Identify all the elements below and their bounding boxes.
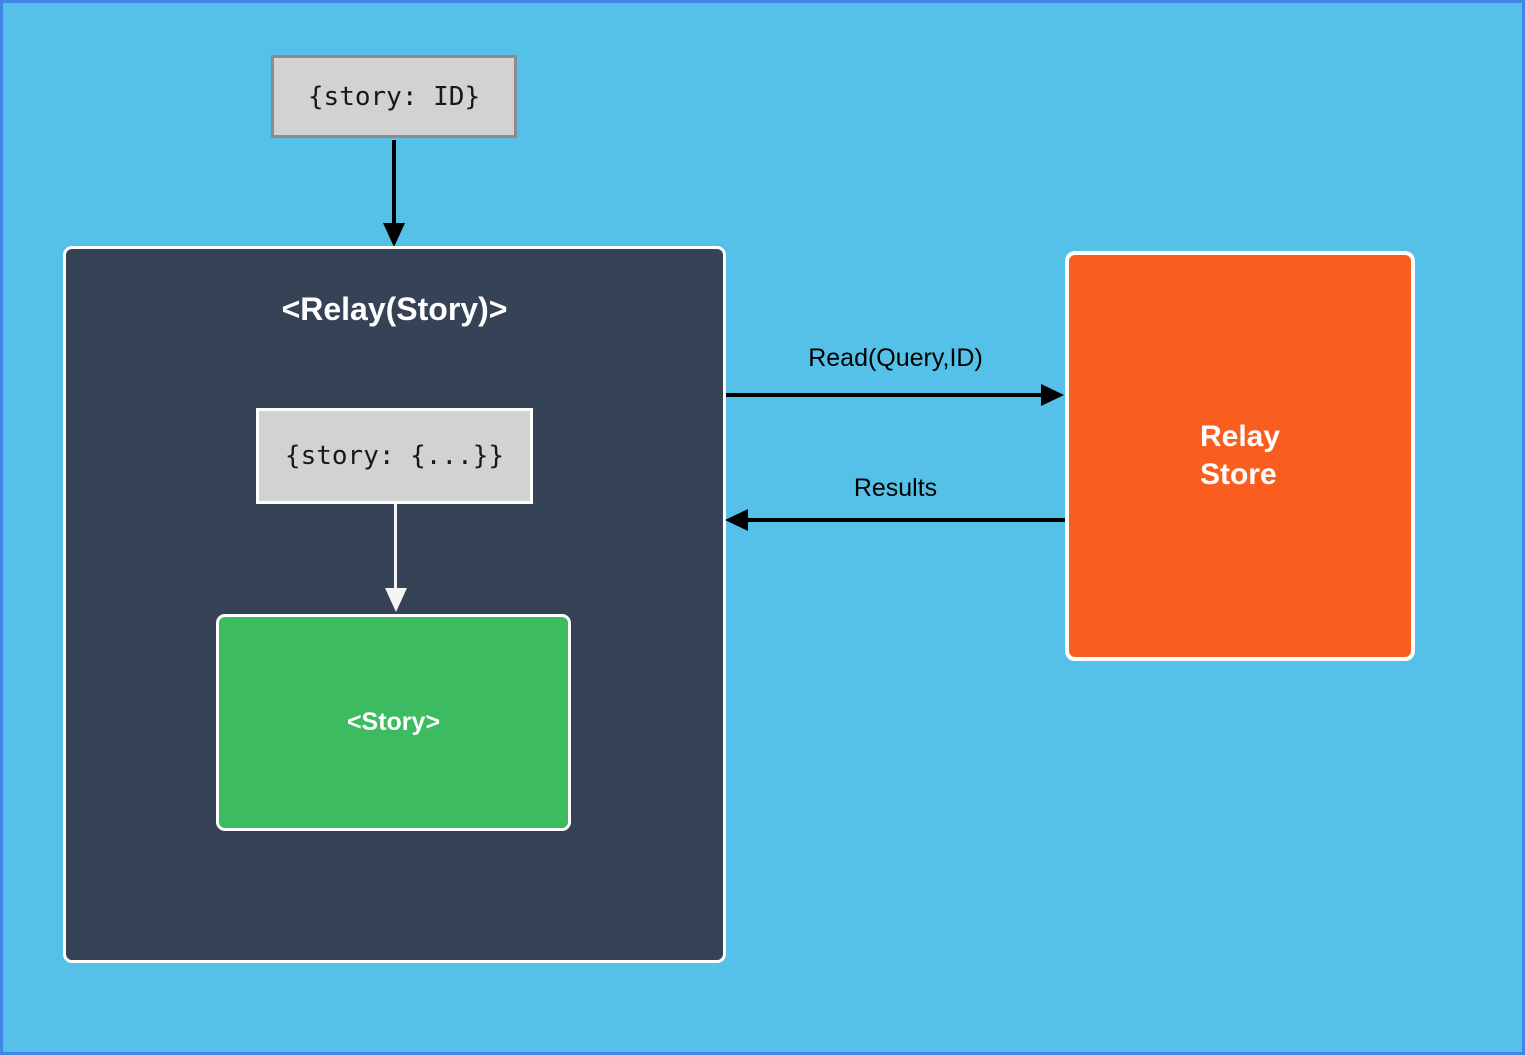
results-edge-label: Results bbox=[853, 474, 938, 502]
arrow-right-icon bbox=[1041, 384, 1064, 406]
story-component-label: <Story> bbox=[346, 708, 441, 736]
relay-store-label: Relay Store bbox=[1199, 420, 1281, 491]
relay-story-title: <Relay(Story)> bbox=[281, 291, 508, 327]
relay-store-node: Relay Store bbox=[1065, 251, 1415, 661]
arrow-left-icon bbox=[725, 509, 748, 531]
story-id-node: {story: ID} bbox=[271, 55, 517, 138]
arrow-down-icon bbox=[383, 223, 405, 247]
story-props-node: {story: {...}} bbox=[256, 408, 533, 504]
read-edge-arrow-line bbox=[726, 393, 1041, 397]
relay-story-container-node: <Relay(Story)> {story: {...}} <Story> bbox=[63, 246, 726, 963]
results-edge-arrow-line bbox=[748, 518, 1065, 522]
read-edge-label: Read(Query,ID) bbox=[808, 344, 983, 372]
props-flow-arrow-line bbox=[392, 140, 396, 225]
story-id-text: {story: ID} bbox=[307, 81, 481, 112]
story-props-text: {story: {...}} bbox=[284, 441, 505, 471]
inner-flow-arrow-line bbox=[394, 504, 397, 588]
story-component-node: <Story> bbox=[216, 614, 571, 831]
arrow-down-icon bbox=[385, 588, 407, 612]
